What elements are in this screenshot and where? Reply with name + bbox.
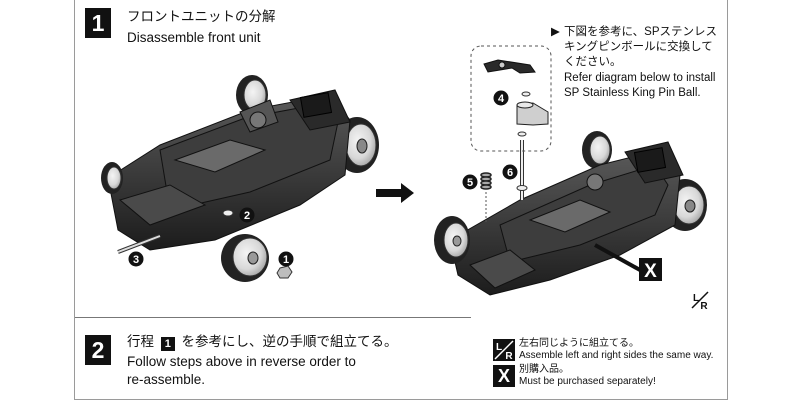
note-en-line1: Refer diagram below to install xyxy=(564,72,716,84)
note-jp-line1: 下図を参考に、SPステンレス xyxy=(564,26,717,38)
step-1-reference-badge: 1 xyxy=(160,337,175,351)
legend-lr-en: Assemble left and right sides the same w… xyxy=(519,350,714,361)
x-legend-icon: X xyxy=(493,365,515,387)
step-2-line2: Follow steps above in reverse order to xyxy=(127,354,356,369)
callout-4-badge xyxy=(493,90,509,106)
step-arrow-icon xyxy=(376,183,414,203)
step-1-title-en: Disassemble front unit xyxy=(127,30,261,45)
callout-1-badge xyxy=(278,251,294,267)
callout-2-badge xyxy=(239,207,255,223)
left-chassis xyxy=(101,75,379,282)
detail-box xyxy=(470,45,552,152)
callout-5: 5 xyxy=(467,177,473,189)
step-2-number: 2 xyxy=(85,335,111,365)
note-jp-line2: キングピンボールに交換して xyxy=(564,41,713,53)
right-chassis xyxy=(434,131,707,296)
svg-text:L: L xyxy=(693,293,699,304)
callout-1: 1 xyxy=(283,254,289,266)
callout-6: 6 xyxy=(507,167,513,179)
step-2-line3: re-assemble. xyxy=(127,372,206,387)
legend-x-jp: 別購入品。 xyxy=(519,364,569,375)
callout-5-badge xyxy=(462,174,478,190)
callout-6-badge xyxy=(502,164,518,180)
svg-text:L: L xyxy=(496,342,502,353)
x-marker-square xyxy=(639,258,662,281)
callout-2: 2 xyxy=(244,210,250,222)
x-marker-label: X xyxy=(644,261,657,282)
lr-legend-icon: L R xyxy=(493,339,515,361)
svg-text:R: R xyxy=(505,351,513,361)
legend-x-en: Must be purchased separately! xyxy=(519,376,656,387)
svg-text:R: R xyxy=(700,301,708,312)
callout-3: 3 xyxy=(133,254,139,266)
step-2-line1-prefix: 行程 xyxy=(127,334,154,349)
lr-marker-icon: L R xyxy=(690,290,710,312)
step-2-line1-suffix: を参考にし、逆の手順で組立てる。 xyxy=(181,334,398,349)
step-1-title-jp: フロントユニットの分解 xyxy=(127,9,276,24)
note-arrow: ▶ xyxy=(551,26,560,38)
callout-4: 4 xyxy=(498,93,505,105)
callout-3-badge xyxy=(128,251,144,267)
step-divider xyxy=(75,317,471,318)
note-en-line2: SP Stainless King Pin Ball. xyxy=(564,87,701,99)
legend-lr-jp: 左右同じように組立てる。 xyxy=(519,338,639,349)
note-jp-line3: ください。 xyxy=(564,56,622,68)
step-2-line1: 行程 1 を参考にし、逆の手順で組立てる。 xyxy=(127,332,398,351)
step-1-number: 1 xyxy=(85,8,111,38)
